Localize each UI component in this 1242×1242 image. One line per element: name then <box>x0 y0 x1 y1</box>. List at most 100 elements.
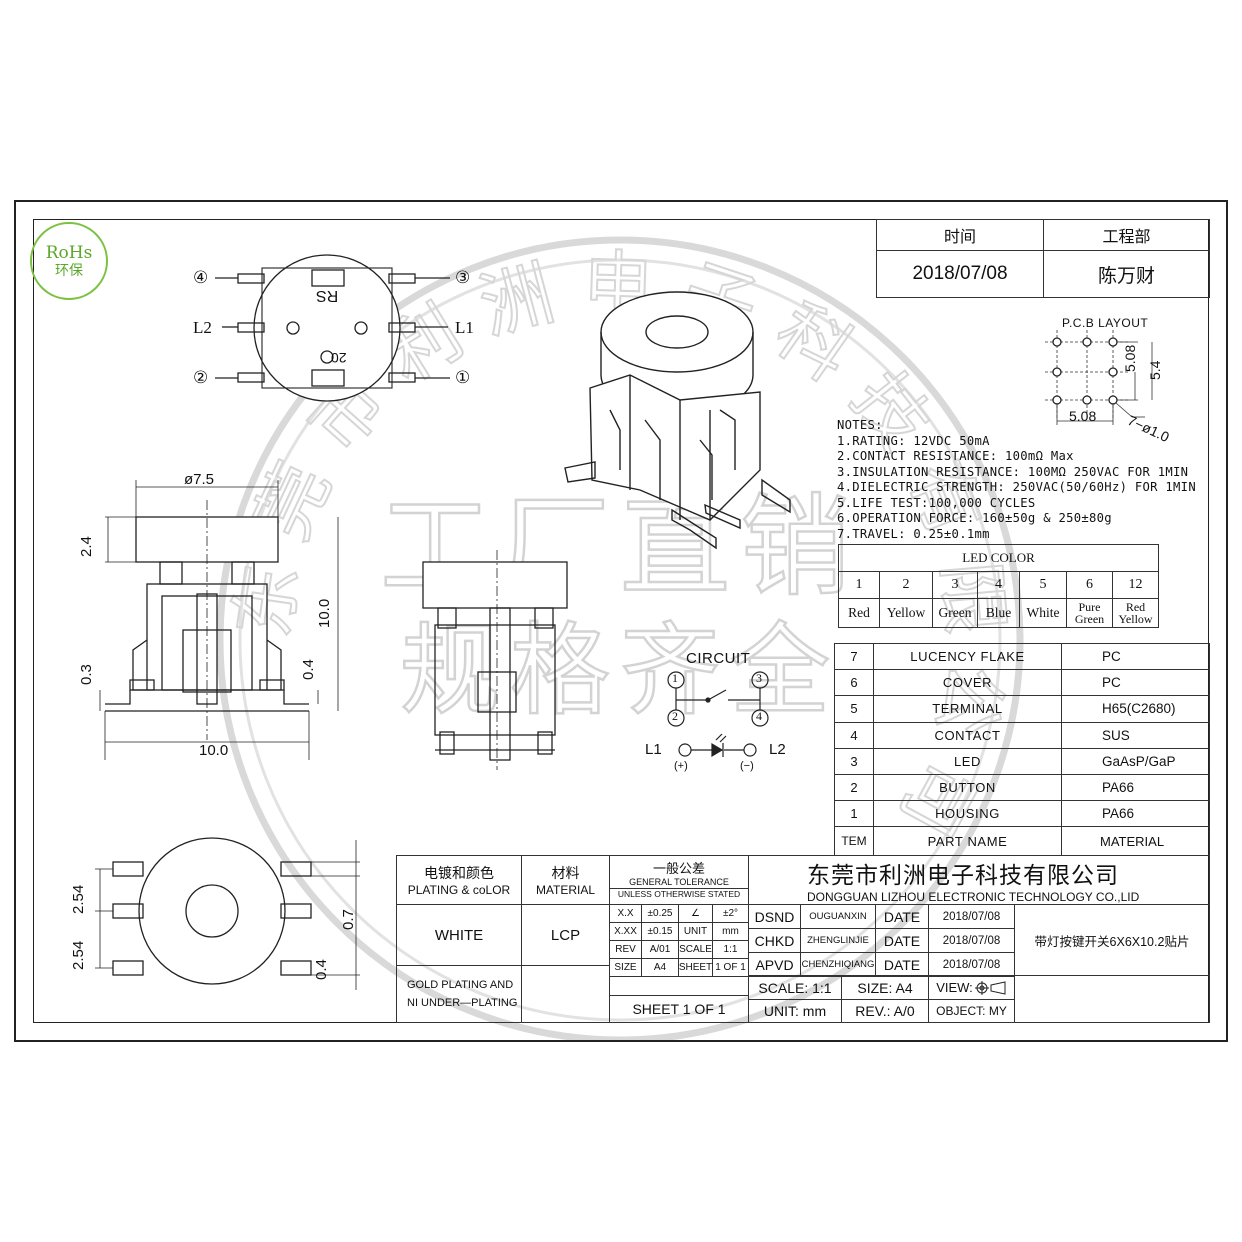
tb-tol-cell: ±0.15 <box>641 922 679 941</box>
tb-tol-cell: ∠ <box>678 904 713 923</box>
tb-sign-date-label: DATE <box>875 952 929 977</box>
led-color-word: Yellow <box>1118 612 1153 626</box>
tb-plating-note-1: GOLD PLATING AND <box>407 979 514 991</box>
bom-material: H65(C2680) <box>1061 695 1210 723</box>
tb-tol-cell: X.X <box>609 904 642 923</box>
led-color-number: 1 <box>838 571 880 599</box>
tb-company-cn: 东莞市利洲电子科技有限公司 <box>807 862 1119 888</box>
notes-line: 4.DIELECTRIC STRENGTH: 250VAC(50/60Hz) F… <box>837 480 1196 494</box>
tb-plating-en: PLATING & coLOR <box>407 883 511 897</box>
bom-part-name: LUCENCY FLAKE <box>873 643 1062 671</box>
tb-object: OBJECT: MY <box>928 999 1015 1023</box>
bom-part-name: COVER <box>873 669 1062 697</box>
tb-plating-cn: 电镀和颜色 <box>424 865 494 881</box>
led-color-number: 3 <box>932 571 978 599</box>
tb-sheet: SHEET 1 OF 1 <box>609 995 749 1023</box>
approval-date: 2018/07/08 <box>876 250 1044 298</box>
bom-item: 2 <box>834 774 874 802</box>
bom-item: 3 <box>834 747 874 775</box>
pcb-dim-pitch-v: 5.08 <box>1122 344 1138 372</box>
led-color-word: Red <box>1125 600 1146 614</box>
led-color-name: Yellow <box>879 598 933 628</box>
side-label-l2: L2 <box>193 318 212 337</box>
tb-tol-cell: SIZE <box>609 958 642 977</box>
dim-base-h: 0.3 <box>78 664 95 685</box>
notes-line: 1.RATING: 12VDC 50mA <box>837 433 990 448</box>
led-color-word: Green <box>938 605 972 620</box>
bom-part-name: LED <box>873 747 1062 775</box>
led-color-name: Blue <box>977 598 1020 628</box>
tb-tol-cell: UNIT <box>678 922 713 941</box>
approval-header-time: 时间 <box>876 219 1044 251</box>
dim-pitch-b: 2.54 <box>70 940 87 970</box>
led-color-number: 5 <box>1019 571 1067 599</box>
circuit-pin-2: 2 <box>672 709 678 723</box>
led-color-name: Red <box>838 598 880 628</box>
mark-rs: RS <box>316 287 339 304</box>
led-color-word: Blue <box>985 605 1012 620</box>
tb-tol-cell: mm <box>712 922 749 941</box>
tb-plating-note: GOLD PLATING AND NI UNDER—PLATING <box>396 965 522 1023</box>
dim-foot-h: 0.4 <box>300 659 317 680</box>
led-color-number: 4 <box>977 571 1020 599</box>
bom-header-item: TEM <box>834 826 874 856</box>
bom-material: GaAsP/GaP <box>1061 747 1210 775</box>
tb-material-cn: 材料 <box>551 865 580 881</box>
tb-tol-cell: X.XX <box>609 922 642 941</box>
pin-label-2: ② <box>193 368 209 387</box>
circuit-pin-4: 4 <box>756 709 762 723</box>
pin-label-4: ④ <box>193 268 209 287</box>
tb-sign-name: CHENZHIQIANG <box>800 952 876 977</box>
bom-header-material: MATERIAL <box>1061 826 1210 856</box>
tb-color-value: WHITE <box>396 904 522 966</box>
outer-border <box>14 200 1228 1042</box>
projection-symbol-icon <box>974 980 1006 995</box>
bom-part-name: CONTACT <box>873 721 1062 749</box>
led-color-word: Pure <box>1078 600 1101 614</box>
tb-scale: SCALE: 1:1 <box>748 975 842 1000</box>
dim-gap-a: 0.7 <box>340 909 357 930</box>
tb-sign-date: 2018/07/08 <box>928 928 1015 953</box>
pin-label-1: ① <box>455 368 471 387</box>
circuit-l1: L1 <box>645 741 662 758</box>
approval-header-eng: 工程部 <box>1043 219 1210 251</box>
bom-item: 1 <box>834 800 874 828</box>
bom-part-name: TERMINAL <box>873 695 1062 723</box>
dim-cap-h: 2.4 <box>78 536 95 557</box>
bom-part-name: BUTTON <box>873 774 1062 802</box>
tb-tol-cell: 1:1 <box>712 940 749 959</box>
notes-line: 6.OPERATION FORCE: 160±50g & 250±80g <box>837 511 1112 525</box>
bom-material: PC <box>1061 643 1210 671</box>
bom-material: PC <box>1061 669 1210 697</box>
dim-cap-dia: ø7.5 <box>184 471 215 488</box>
tb-tol-en: GENERAL TOLERANCE <box>629 877 729 887</box>
tb-company: 东莞市利洲电子科技有限公司 DONGGUAN LIZHOU ELECTRONIC… <box>748 855 1210 905</box>
led-color-number: 2 <box>879 571 933 599</box>
tb-rev: REV.: A/0 <box>841 999 929 1023</box>
circuit-pin-3: 3 <box>756 671 762 685</box>
tb-sign-name: OUGUANXIN <box>800 904 876 929</box>
pcb-layout-title: P.C.B LAYOUT <box>1062 316 1149 330</box>
pcb-layout-graphic <box>1045 330 1153 425</box>
led-color-title: LED COLOR <box>838 544 1159 572</box>
tb-product: 带灯按键开关6X6X10.2贴片 <box>1014 904 1210 976</box>
tb-size: SIZE: A4 <box>841 975 929 1000</box>
tb-sign-name: ZHENGLINJIE <box>800 928 876 953</box>
dim-width: 10.0 <box>199 742 229 759</box>
tb-view: VIEW: <box>928 975 1015 1000</box>
rohs-logo-line2: 环保 <box>55 262 83 279</box>
tb-tol-cell: ±0.25 <box>641 904 679 923</box>
tb-sign-role: CHKD <box>748 928 801 953</box>
pcb-dim-pitch: 5.08 <box>1069 408 1097 424</box>
tb-tol-cn: 一般公差 <box>652 861 705 876</box>
tb-material-note <box>521 965 610 1023</box>
led-color-word: Yellow <box>886 605 926 620</box>
tb-material-value: LCP <box>521 904 610 966</box>
bom-material: PA66 <box>1061 800 1210 828</box>
tb-tol-header: 一般公差 GENERAL TOLERANCE UNLESS OTHERWISE … <box>609 855 749 905</box>
tb-tol-cell: REV <box>609 940 642 959</box>
circuit-graphic <box>667 671 769 758</box>
notes-block: NOTES: 1.RATING: 12VDC 50mA 2.CONTACT RE… <box>837 418 1196 542</box>
